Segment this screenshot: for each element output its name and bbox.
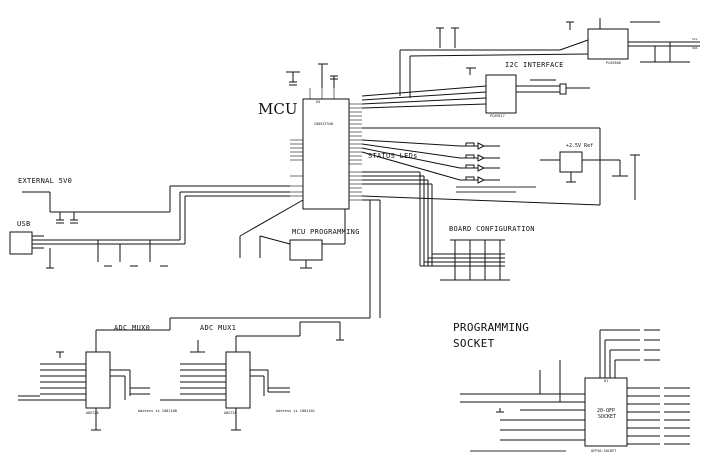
socket-name-2: SOCKET — [598, 414, 616, 420]
vref-note-text — [456, 186, 536, 193]
mcu-decoupling — [286, 63, 338, 88]
adc-mux0-wiring — [18, 199, 371, 431]
svg-text:SCL: SCL — [692, 37, 698, 41]
socket-part: QFP20-SOCKET — [591, 449, 617, 453]
adc-mux1-part: ADG728 — [224, 411, 237, 415]
socket-note-text — [470, 450, 566, 452]
ext5v-label: EXTERNAL 5V0 — [18, 177, 72, 185]
i2c-part-number: PCA9517 — [490, 114, 505, 118]
i2c-label: I2C INTERFACE — [505, 61, 564, 69]
mcu-part-number: C8051F340 — [314, 122, 333, 126]
prog-socket-label-2: SOCKET — [453, 337, 495, 350]
board-config-label: BOARD CONFIGURATION — [449, 225, 535, 233]
socket-net-labels — [644, 329, 690, 445]
adc-mux1-address: Address is 1001101 — [276, 409, 315, 413]
socket-chip — [584, 377, 628, 447]
prog-socket-label-1: PROGRAMMING — [453, 321, 529, 334]
adc-mux1-chip — [225, 351, 251, 409]
status-leds-label: STATUS LEDs — [368, 152, 418, 160]
bus-wires — [362, 199, 381, 318]
level-shifter-wiring — [399, 18, 700, 98]
level-shifter-chip — [587, 28, 629, 60]
prog-wiring — [239, 199, 346, 269]
ext5v-circuit — [22, 185, 290, 224]
mcu-chip — [302, 98, 350, 210]
prog-header — [289, 239, 323, 261]
i2c-wiring — [361, 67, 590, 109]
vref-wiring — [361, 127, 640, 206]
adc-mux0-chip — [85, 351, 111, 409]
socket-name-1: 20-QFP — [597, 408, 615, 414]
socket-ref: U1 — [604, 379, 608, 383]
mcu-pins — [290, 88, 362, 201]
socket-wiring — [460, 329, 660, 445]
svg-text:SDA: SDA — [692, 46, 698, 50]
mcu-title: MCU — [258, 100, 297, 118]
board-config-switches — [362, 171, 510, 281]
mcu-ref: U5 — [316, 100, 320, 104]
status-led-resistors — [465, 142, 475, 181]
adc-mux0-address: Address is 1001100 — [138, 409, 177, 413]
level-shifter-part: PCA9306 — [606, 61, 621, 65]
adc-mux1-label: ADC MUX1 — [200, 324, 236, 332]
status-led-array — [361, 139, 500, 184]
vref-chip — [559, 151, 583, 173]
vref-label: +2.5V Ref — [566, 143, 593, 149]
usb-label: USB — [17, 220, 31, 228]
usb-wiring — [32, 191, 290, 269]
mcu-programming-label: MCU PROGRAMMING — [292, 228, 360, 236]
adc-mux1-wiring — [160, 321, 344, 431]
adc-mux0-part: ADG728 — [86, 411, 99, 415]
i2c-chip — [485, 74, 517, 114]
adc-mux0-label: ADC MUX0 — [114, 324, 150, 332]
usb-connector — [9, 231, 33, 255]
